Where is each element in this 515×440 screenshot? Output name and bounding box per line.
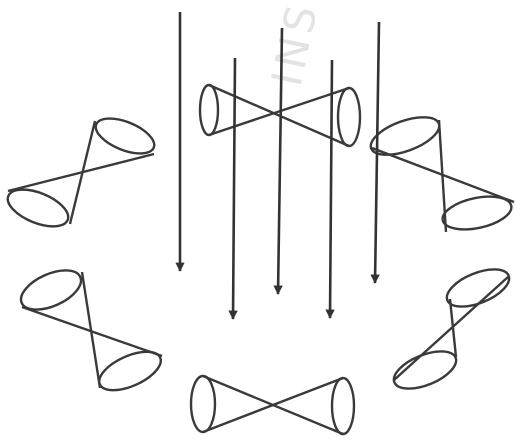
double-cone-bottom-center [191, 376, 354, 434]
field-arrow-2 [233, 58, 235, 319]
double-cone-upper-right [366, 110, 514, 235]
double-cone-lower-right [389, 262, 514, 397]
field-arrow-4 [330, 60, 332, 318]
double-cone-lower-left [15, 262, 166, 398]
field-arrow-3 [278, 28, 282, 294]
double-cone-upper-left [3, 111, 159, 233]
